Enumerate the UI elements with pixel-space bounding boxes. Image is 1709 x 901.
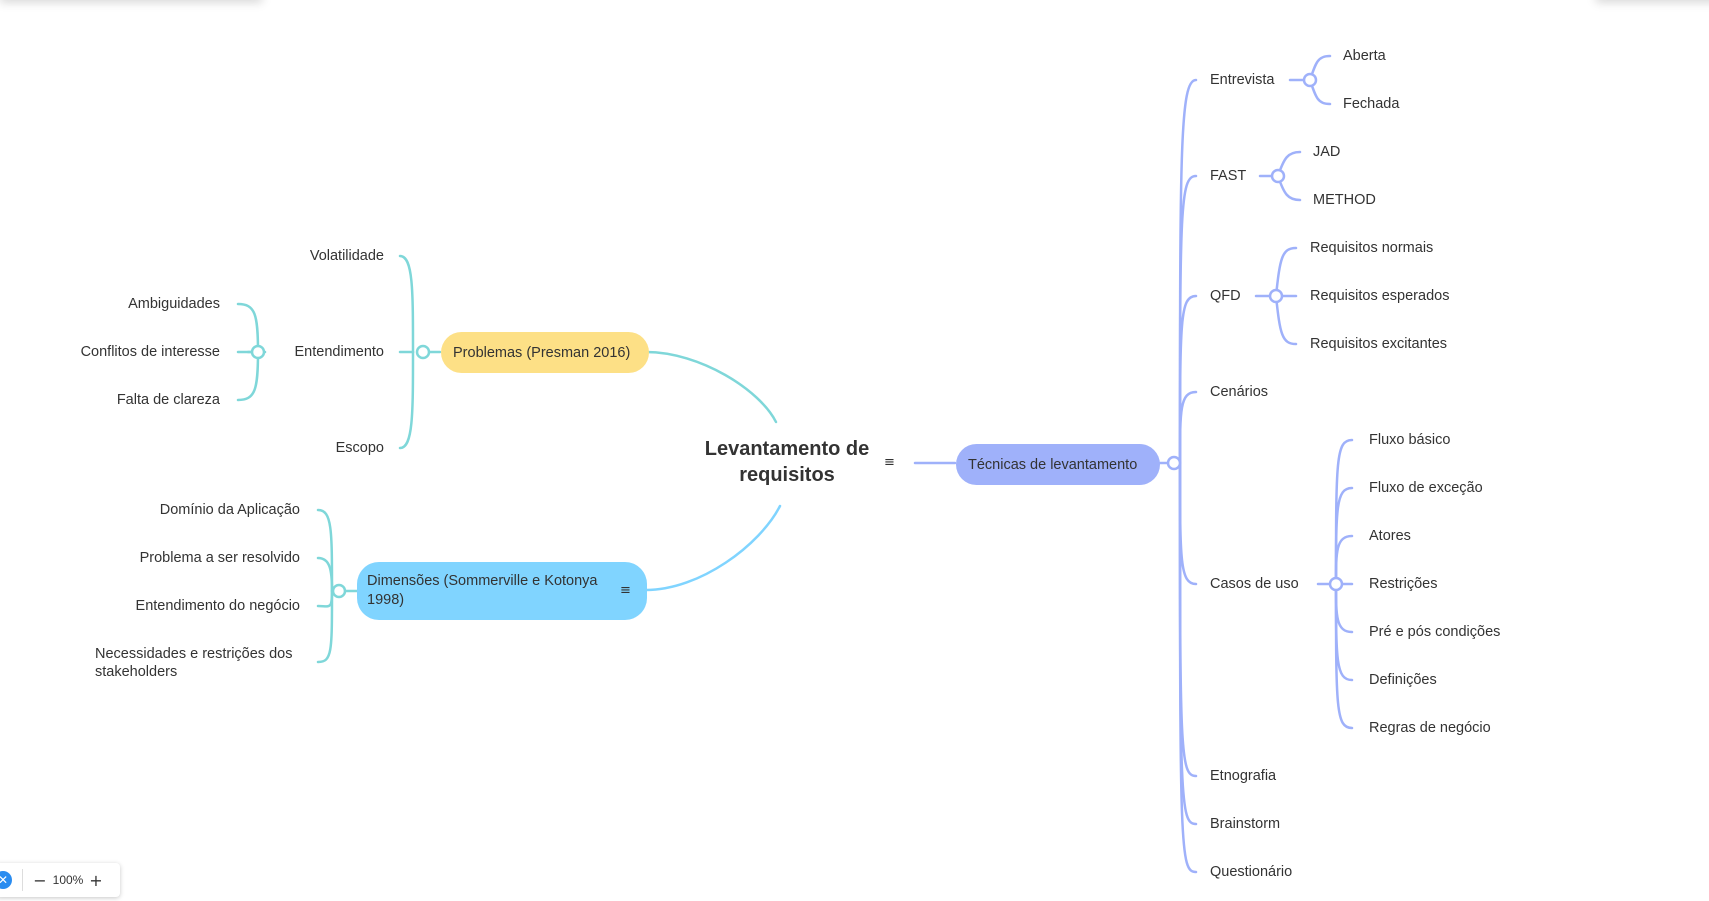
connector-problemas [644, 350, 778, 424]
connector-dimensoes [644, 504, 782, 592]
subtopic-necessidades[interactable]: Necessidades e restrições dos stakeholde… [95, 645, 292, 681]
subtopic-atores[interactable]: Atores [1369, 528, 1411, 544]
dimensoes-note-icon[interactable]: ≡ [620, 583, 631, 598]
zoom-control: ✕ − 100% + [0, 863, 120, 897]
collapse-node-dimensoes[interactable] [331, 583, 347, 599]
subtopic-qfd[interactable]: QFD [1210, 288, 1241, 304]
topic-dimensoes-line1: Dimensões (Sommerville e Kotonya [367, 573, 598, 589]
topic-problemas-label: Problemas (Presman 2016) [453, 344, 631, 361]
subtopic-regras-negocio[interactable]: Regras de negócio [1369, 720, 1491, 736]
collapse-node-tecnicas[interactable] [1166, 455, 1182, 471]
subtopic-fluxo-excecao[interactable]: Fluxo de exceção [1369, 480, 1483, 496]
subtopic-volatilidade[interactable]: Volatilidade [309, 248, 384, 264]
subtopic-fast[interactable]: FAST [1210, 168, 1247, 184]
central-topic-line2: requisitos [739, 464, 835, 486]
subtopic-casos-uso[interactable]: Casos de uso [1210, 576, 1299, 592]
subtopic-pre-pos[interactable]: Pré e pós condições [1369, 624, 1501, 640]
subtopic-necessidades-line1: Necessidades e restrições dos [95, 646, 293, 662]
subtopic-req-normais[interactable]: Requisitos normais [1310, 240, 1434, 256]
subtopic-problema-resolvido[interactable]: Problema a ser resolvido [139, 550, 300, 566]
subtopic-questionario[interactable]: Questionário [1210, 864, 1293, 880]
subtopic-req-esperados[interactable]: Requisitos esperados [1310, 288, 1450, 304]
topic-dimensoes[interactable]: Dimensões (Sommerville e Kotonya 1998) [357, 562, 647, 620]
subtopic-fechada[interactable]: Fechada [1343, 96, 1400, 112]
central-topic[interactable]: Levantamento de requisitos [672, 436, 902, 488]
collapse-node-casos[interactable] [1328, 576, 1344, 592]
subtopic-ambiguidades[interactable]: Ambiguidades [128, 296, 220, 312]
central-topic-line1: Levantamento de [704, 438, 870, 460]
topic-tecnicas-label: Técnicas de levantamento [968, 456, 1138, 473]
collapse-node-qfd[interactable] [1268, 288, 1284, 304]
zoom-level: 100% [52, 873, 84, 887]
topic-dimensoes-line2: 1998) [367, 592, 405, 608]
subtopic-necessidades-line2: stakeholders [95, 664, 178, 680]
subtopic-aberta[interactable]: Aberta [1343, 48, 1386, 64]
topic-problemas[interactable]: Problemas (Presman 2016) [441, 332, 649, 373]
zoom-out-button[interactable]: − [33, 870, 47, 890]
subtopic-req-excitantes[interactable]: Requisitos excitantes [1310, 336, 1448, 352]
subtopic-definicoes[interactable]: Definições [1369, 672, 1437, 688]
subtopic-cenarios[interactable]: Cenários [1210, 384, 1269, 400]
collapse-node-entrevista[interactable] [1302, 72, 1318, 88]
subtopic-entendimento-negocio[interactable]: Entendimento do negócio [135, 598, 300, 614]
subtopic-escopo[interactable]: Escopo [335, 440, 384, 456]
subtopic-brainstorm[interactable]: Brainstorm [1210, 816, 1281, 832]
subtopic-method[interactable]: METHOD [1313, 192, 1376, 208]
subtopic-entrevista[interactable]: Entrevista [1210, 72, 1275, 88]
subtopic-etnografia[interactable]: Etnografia [1210, 768, 1277, 784]
collapse-node-entendimento[interactable] [250, 344, 266, 360]
subtopic-jad[interactable]: JAD [1313, 144, 1341, 160]
note-icon[interactable]: ≡ [884, 455, 895, 470]
subtopic-restricoes[interactable]: Restrições [1369, 576, 1438, 592]
zoom-in-button[interactable]: + [89, 870, 103, 890]
subtopic-falta-clareza[interactable]: Falta de clareza [116, 392, 220, 408]
zoom-divider [22, 869, 23, 891]
subtopic-entendimento[interactable]: Entendimento [294, 344, 384, 360]
collapse-node-problemas[interactable] [415, 344, 431, 360]
subtopic-dominio[interactable]: Domínio da Aplicação [159, 502, 300, 518]
topic-tecnicas[interactable]: Técnicas de levantamento [956, 444, 1160, 485]
subtopic-fluxo-basico[interactable]: Fluxo básico [1369, 432, 1451, 448]
collapse-node-fast[interactable] [1270, 168, 1286, 184]
subtopic-conflitos[interactable]: Conflitos de interesse [80, 344, 220, 360]
xmind-logo-icon[interactable]: ✕ [0, 871, 12, 889]
